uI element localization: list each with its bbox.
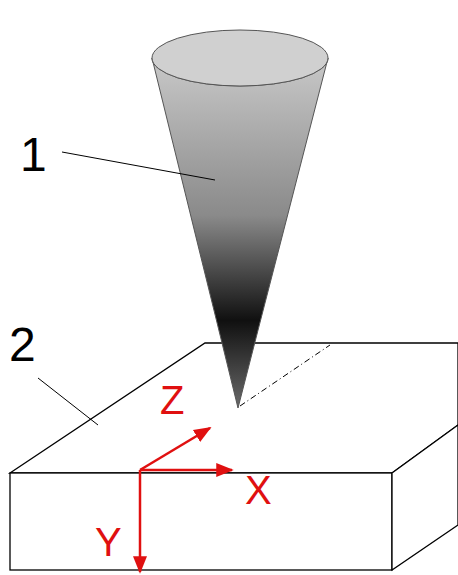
leader-line: [38, 378, 98, 425]
axes: [140, 428, 232, 572]
axis-label: Y: [95, 522, 122, 562]
axis-label: Z: [160, 380, 184, 420]
axis-label: X: [245, 470, 272, 510]
callout-number: 1: [20, 131, 47, 179]
callout-number: 2: [9, 321, 36, 369]
trace-line: [240, 345, 330, 406]
leader-line: [62, 152, 215, 180]
cone-tool: [152, 30, 328, 408]
